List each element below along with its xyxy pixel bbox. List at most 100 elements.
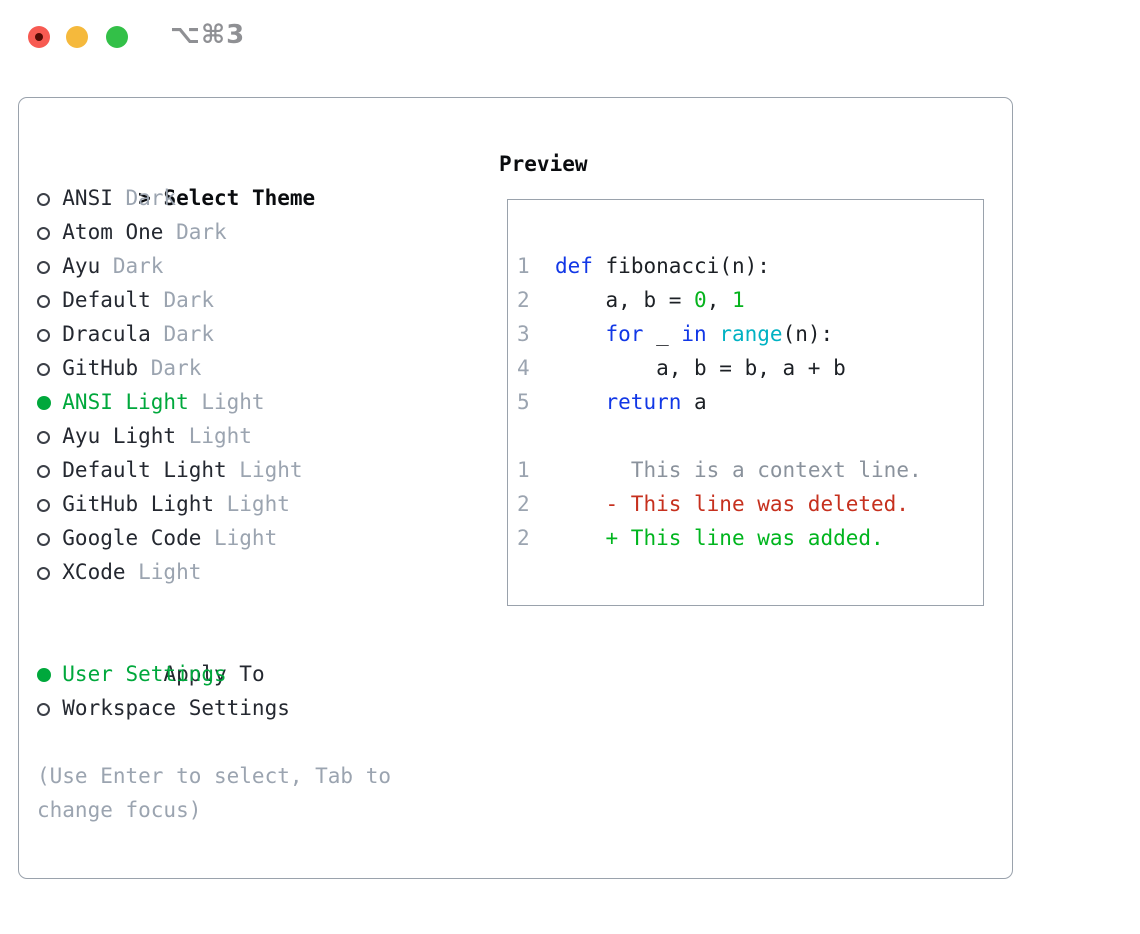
theme-label: Ayu xyxy=(62,254,101,278)
line-number: 2 xyxy=(517,526,530,550)
theme-label: Dracula xyxy=(62,322,151,346)
radio-circle-icon xyxy=(37,261,50,274)
code-token: fibonacci(n): xyxy=(592,254,770,278)
spacer xyxy=(37,725,457,759)
radio-circle-icon xyxy=(37,329,50,342)
theme-variant-label: Dark xyxy=(100,254,164,278)
theme-option-google-code[interactable]: Google Code Light xyxy=(37,521,457,555)
code-token: 0 xyxy=(694,288,707,312)
line-number: 1 xyxy=(517,254,530,278)
radio-icon xyxy=(37,419,62,453)
apply-option-label: User Settings xyxy=(62,662,227,686)
radio-icon xyxy=(37,215,62,249)
radio-icon xyxy=(37,691,62,725)
theme-label: XCode xyxy=(62,560,126,584)
select-theme-title: Select Theme xyxy=(163,186,316,210)
preview-blank-line xyxy=(517,419,983,453)
radio-circle-icon xyxy=(37,396,51,410)
code-token xyxy=(530,458,631,482)
theme-variant-label: Dark xyxy=(150,322,215,346)
minimize-button[interactable] xyxy=(66,26,88,48)
theme-variant-label: Light xyxy=(188,390,265,414)
radio-circle-icon xyxy=(37,567,50,580)
apply-option-user-settings[interactable]: User Settings xyxy=(37,657,457,691)
help-hint: (Use Enter to select, Tab to change focu… xyxy=(37,764,392,822)
theme-option-atom-one[interactable]: Atom One Dark xyxy=(37,215,457,249)
theme-option-default[interactable]: Default Dark xyxy=(37,283,457,317)
line-number: 2 xyxy=(517,288,530,312)
code-token: def xyxy=(554,254,593,278)
theme-option-default-light[interactable]: Default Light Light xyxy=(37,453,457,487)
theme-option-github-light[interactable]: GitHub Light Light xyxy=(37,487,457,521)
preview-title: Preview xyxy=(499,152,588,176)
code-token xyxy=(530,288,606,312)
theme-variant-label: Dark xyxy=(150,288,215,312)
code-token: a xyxy=(681,390,707,414)
code-token: _ xyxy=(643,322,682,346)
theme-option-ayu[interactable]: Ayu Dark xyxy=(37,249,457,283)
apply-option-workspace-settings[interactable]: Workspace Settings xyxy=(37,691,457,725)
radio-circle-icon xyxy=(37,499,50,512)
zoom-button[interactable] xyxy=(106,26,128,48)
code-token xyxy=(530,254,555,278)
preview-line: 1 This is a context line. xyxy=(517,453,983,487)
theme-variant-label: Light xyxy=(201,526,278,550)
theme-option-ayu-light[interactable]: Ayu Light Light xyxy=(37,419,457,453)
close-button[interactable] xyxy=(28,26,50,48)
radio-selected-icon xyxy=(37,385,62,419)
theme-option-ansi-light[interactable]: ANSI Light Light xyxy=(37,385,457,419)
radio-circle-icon xyxy=(37,465,50,478)
select-theme-header: >Select Theme xyxy=(37,147,457,210)
code-token: + This line was added. xyxy=(605,526,884,550)
line-number: 3 xyxy=(517,322,530,346)
theme-variant-label: Light xyxy=(226,458,303,482)
keyboard-shortcut-label: ⌥⌘3 xyxy=(170,20,246,50)
theme-variant-label: Light xyxy=(176,424,252,448)
theme-variant-label: Dark xyxy=(112,186,177,210)
code-token: return xyxy=(605,390,682,414)
apply-to-title: Apply To xyxy=(163,662,265,686)
theme-option-dracula[interactable]: Dracula Dark xyxy=(37,317,457,351)
code-token xyxy=(530,526,606,550)
code-token: (n): xyxy=(782,322,834,346)
line-number: 5 xyxy=(517,390,530,414)
radio-circle-icon xyxy=(37,668,51,682)
radio-selected-icon xyxy=(37,657,62,691)
preview-line: 3 for _ in range(n): xyxy=(517,317,983,351)
radio-circle-icon xyxy=(37,703,50,716)
preview-line: 2 + This line was added. xyxy=(517,521,983,555)
apply-option-label: Workspace Settings xyxy=(62,696,290,720)
radio-icon xyxy=(37,453,62,487)
radio-circle-icon xyxy=(37,431,50,444)
theme-option-xcode[interactable]: XCode Light xyxy=(37,555,457,589)
radio-circle-icon xyxy=(37,533,50,546)
radio-icon xyxy=(37,249,62,283)
theme-variant-label: Dark xyxy=(163,220,227,244)
code-token: - This line was deleted. xyxy=(605,492,909,516)
theme-label: Google Code xyxy=(62,526,202,550)
radio-circle-icon xyxy=(37,227,50,240)
radio-icon xyxy=(37,283,62,317)
code-token xyxy=(530,322,606,346)
theme-option-ansi[interactable]: ANSI Dark xyxy=(37,181,457,215)
code-token: 1 xyxy=(731,288,745,312)
code-token: a, b = b, a + b xyxy=(656,356,846,380)
theme-label: ANSI Light xyxy=(62,390,189,414)
theme-label: Default xyxy=(62,288,151,312)
line-number: 2 xyxy=(517,492,530,516)
code-token xyxy=(707,322,720,346)
radio-circle-icon xyxy=(37,295,50,308)
theme-option-github[interactable]: GitHub Dark xyxy=(37,351,457,385)
radio-icon xyxy=(37,351,62,385)
code-token xyxy=(530,390,606,414)
code-token: for xyxy=(605,322,644,346)
spacer xyxy=(37,589,457,623)
radio-circle-icon xyxy=(37,193,50,206)
unsaved-changes-dot-icon xyxy=(35,33,43,41)
apply-to-header: Apply To xyxy=(37,623,457,686)
